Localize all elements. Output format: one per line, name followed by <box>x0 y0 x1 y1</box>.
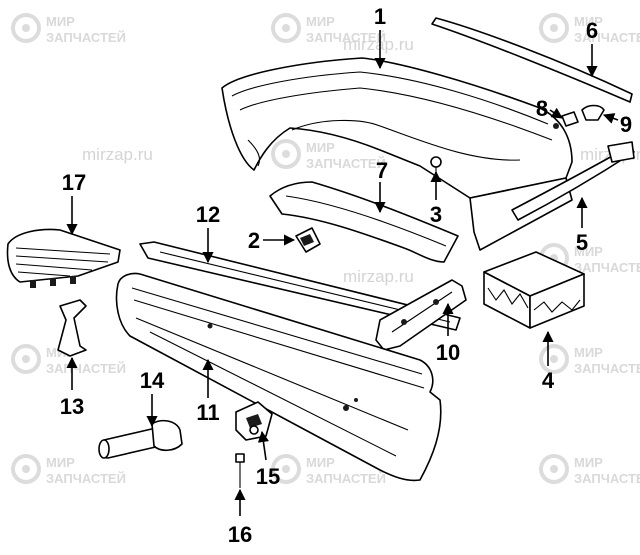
watermark-url: mirzap.ru <box>343 35 414 54</box>
watermark-logo: МИР ЗАПЧАСТЕЙ <box>11 13 126 45</box>
callout-10: 10 <box>436 340 460 365</box>
callout-11: 11 <box>196 400 219 425</box>
part-bracket-2 <box>295 227 321 253</box>
watermark-brand-line1: МИР <box>46 455 75 470</box>
watermark-brand-line2: ЗАПЧАСТЕЙ <box>46 361 126 376</box>
watermark-brand-line1: МИР <box>574 455 603 470</box>
part-bumper-beam-11 <box>115 272 442 482</box>
callout-2: 2 <box>248 228 260 253</box>
callout-17: 17 <box>62 170 86 195</box>
watermark-logo: МИР ЗАПЧАСТЕЙ <box>271 13 386 45</box>
watermark-layer: МИР ЗАПЧАСТЕЙ МИР ЗАПЧАСТЕЙ МИР ЗАПЧАСТЕ… <box>11 13 640 486</box>
callout-3: 3 <box>430 202 442 227</box>
part-side-bracket-10 <box>375 279 467 351</box>
part-absorber-4 <box>483 251 585 329</box>
callout-12: 12 <box>196 202 220 227</box>
watermark-logo: МИР ЗАПЧАСТЕЙ <box>271 454 386 486</box>
callout-16: 16 <box>228 522 252 547</box>
part-tube-14 <box>98 419 183 459</box>
callout-1: 1 <box>374 4 386 29</box>
leader-lines <box>66 30 619 516</box>
callout-15: 15 <box>256 464 280 489</box>
part-clip-9 <box>581 104 605 121</box>
watermark-brand-line1: МИР <box>46 14 75 29</box>
watermark-brand-line2: ЗАПЧАСТЕЙ <box>46 30 126 45</box>
callout-13: 13 <box>60 394 84 419</box>
watermark-brand-line2: ЗАПЧАСТЕЙ <box>574 471 640 486</box>
watermark-logo: МИР ЗАПЧАСТЕЙ <box>539 13 640 45</box>
watermark-brand-line2: ЗАПЧАСТЕЙ <box>46 471 126 486</box>
watermark-brand-line1: МИР <box>306 455 335 470</box>
callout-14: 14 <box>140 368 165 393</box>
callout-labels: 1 2 3 4 5 6 7 8 9 10 11 12 13 14 15 16 1… <box>60 4 632 547</box>
part-center-panel <box>269 181 459 263</box>
watermark-brand-line2: ЗАПЧАСТЕЙ <box>574 260 640 275</box>
watermark-logo: МИР ЗАПЧАСТЕЙ <box>11 454 126 486</box>
watermark-url: mirzap.ru <box>82 145 153 164</box>
part-bolt-16 <box>235 453 245 488</box>
watermark-brand-line1: МИР <box>306 140 335 155</box>
watermark-brand-line1: МИР <box>574 14 603 29</box>
part-grille-17 <box>6 228 121 288</box>
watermark-brand-line2: ЗАПЧАСТЕЙ <box>306 156 386 171</box>
watermark-brand-line1: МИР <box>306 14 335 29</box>
callout-5: 5 <box>576 230 588 255</box>
watermark-logo: МИР ЗАПЧАСТЕЙ <box>539 344 640 376</box>
part-side-molding <box>511 141 635 221</box>
part-clip-8 <box>553 111 579 129</box>
callout-4: 4 <box>542 368 555 393</box>
watermark-logo: МИР ЗАПЧАСТЕЙ <box>271 139 386 171</box>
callout-9: 9 <box>620 112 632 137</box>
watermark-brand-line1: МИР <box>574 345 603 360</box>
watermark-brand-line2: ЗАПЧАСТЕЙ <box>574 361 640 376</box>
part-bracket-13 <box>57 299 87 357</box>
watermark-brand-line2: ЗАПЧАСТЕЙ <box>574 30 640 45</box>
part-upper-molding <box>431 17 633 103</box>
callout-7: 7 <box>376 158 388 183</box>
callout-6: 6 <box>586 18 598 43</box>
watermark-brand-line1: МИР <box>574 244 603 259</box>
watermark-brand-line2: ЗАПЧАСТЕЙ <box>306 30 386 45</box>
callout-8: 8 <box>536 96 548 121</box>
watermark-logo: МИР ЗАПЧАСТЕЙ <box>539 454 640 486</box>
watermark-url: mirzap.ru <box>343 267 414 286</box>
watermark-brand-line2: ЗАПЧАСТЕЙ <box>306 471 386 486</box>
